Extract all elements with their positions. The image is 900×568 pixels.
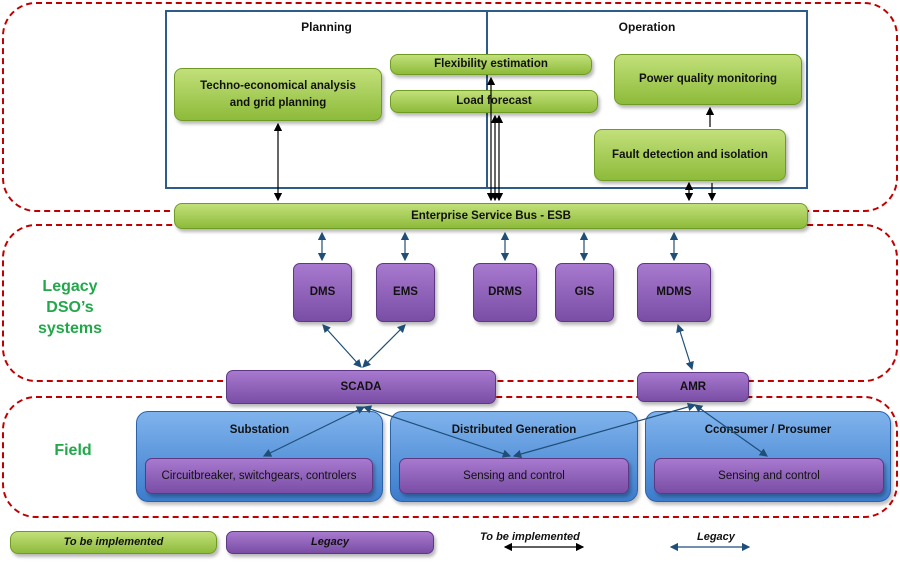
operation-title: Operation <box>618 20 676 34</box>
substation-content[interactable]: Circuitbreaker, switchgears, controlers <box>145 458 373 494</box>
scada-bar[interactable]: SCADA <box>226 370 496 404</box>
arrow-amr-consumer <box>694 404 768 457</box>
amr-box[interactable]: AMR <box>637 372 749 402</box>
arrow-scada-substation <box>262 406 366 457</box>
legend-black-arrow-label: To be implemented <box>480 531 580 543</box>
arrow-mdms-amr <box>676 323 694 371</box>
distributed-generation-content[interactable]: Sensing and control <box>399 458 629 494</box>
gis-box[interactable]: GIS <box>555 263 614 322</box>
power-quality-monitoring-box[interactable]: Power quality monitoring <box>614 54 802 105</box>
legend-purple-box: Legacy <box>226 531 434 554</box>
mdms-box[interactable]: MDMS <box>637 263 711 322</box>
arrow-ems-scada <box>362 324 406 368</box>
fault-detection-box[interactable]: Fault detection and isolation <box>594 129 786 181</box>
arrow-amr-dg <box>512 402 697 459</box>
techno-economical-box[interactable]: Techno-economical analysis and grid plan… <box>174 68 382 121</box>
drms-box[interactable]: DRMS <box>473 263 537 322</box>
planning-title: Planning <box>301 20 352 34</box>
legend-blue-arrow-label: Legacy <box>697 531 735 543</box>
consumer-prosumer-content[interactable]: Sensing and control <box>654 458 884 494</box>
legacy-systems-label: Legacy DSO’s systems <box>37 278 103 337</box>
field-label: Field <box>54 442 92 459</box>
arrow-scada-dg <box>362 405 512 458</box>
ems-box[interactable]: EMS <box>376 263 435 322</box>
dms-box[interactable]: DMS <box>293 263 352 322</box>
arrow-dms-scada <box>322 324 362 368</box>
legend-green-box: To be implemented <box>10 531 217 554</box>
esb-bar[interactable]: Enterprise Service Bus - ESB <box>174 203 808 229</box>
flexibility-estimation-box[interactable]: Flexibility estimation <box>390 54 592 75</box>
